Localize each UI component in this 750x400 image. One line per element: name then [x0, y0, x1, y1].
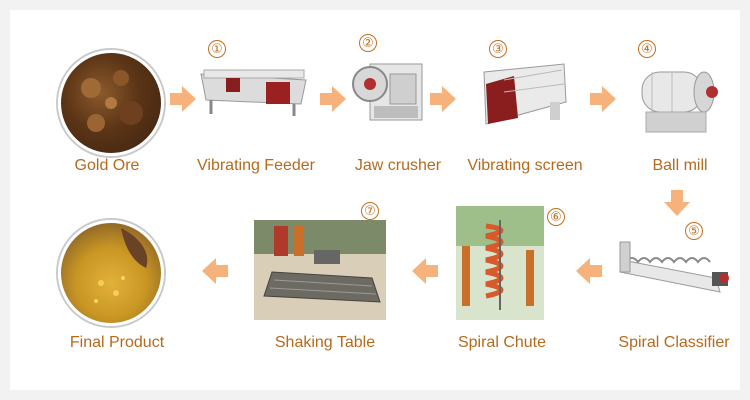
step-label-vibrating-feeder: Vibrating Feeder [197, 157, 315, 174]
jaw-crusher-photo [352, 63, 423, 121]
vibrating-feeder-photo [200, 69, 307, 116]
arrow-left-icon [412, 258, 438, 284]
step-label-spiral-classifier: Spiral Classifier [618, 334, 730, 351]
step-number-6: ⑥ [547, 208, 565, 226]
step-number-7: ⑦ [361, 202, 379, 220]
ball-mill-photo [641, 71, 718, 133]
ore-texture-icon [81, 70, 143, 132]
arrow-left-icon [202, 258, 228, 284]
step-number-5: ⑤ [685, 222, 703, 240]
arrow-right-icon [170, 86, 196, 112]
spiral-chute-photo [456, 206, 544, 320]
spiral-classifier-photo [619, 241, 729, 293]
process-flow-diagram: Gold Ore ① Vibrating Feeder ② Jaw crushe… [10, 10, 740, 390]
step-number-4: ④ [638, 40, 656, 58]
step-label-shaking-table: Shaking Table [274, 334, 376, 351]
arrow-down-icon [664, 190, 690, 216]
arrow-right-icon [430, 86, 456, 112]
arrow-right-icon [590, 86, 616, 112]
arrow-left-icon [576, 258, 602, 284]
step-label-spiral-chute: Spiral Chute [457, 334, 547, 351]
arrow-right-icon [320, 86, 346, 112]
step-label-jaw-crusher: Jaw crusher [354, 157, 442, 174]
final-product-photo [58, 220, 164, 326]
vibrating-screen-photo [483, 63, 567, 125]
step-label-ball-mill: Ball mill [652, 157, 708, 174]
shaking-table-photo [254, 220, 386, 320]
step-label-gold-ore: Gold Ore [74, 157, 140, 174]
step-number-2: ② [359, 34, 377, 52]
step-number-3: ③ [489, 40, 507, 58]
gold-ore-photo [58, 50, 164, 156]
step-label-vibrating-screen: Vibrating screen [467, 157, 583, 174]
step-label-final-product: Final Product [69, 334, 165, 351]
step-number-1: ① [208, 40, 226, 58]
gold-granules-icon [94, 228, 148, 303]
